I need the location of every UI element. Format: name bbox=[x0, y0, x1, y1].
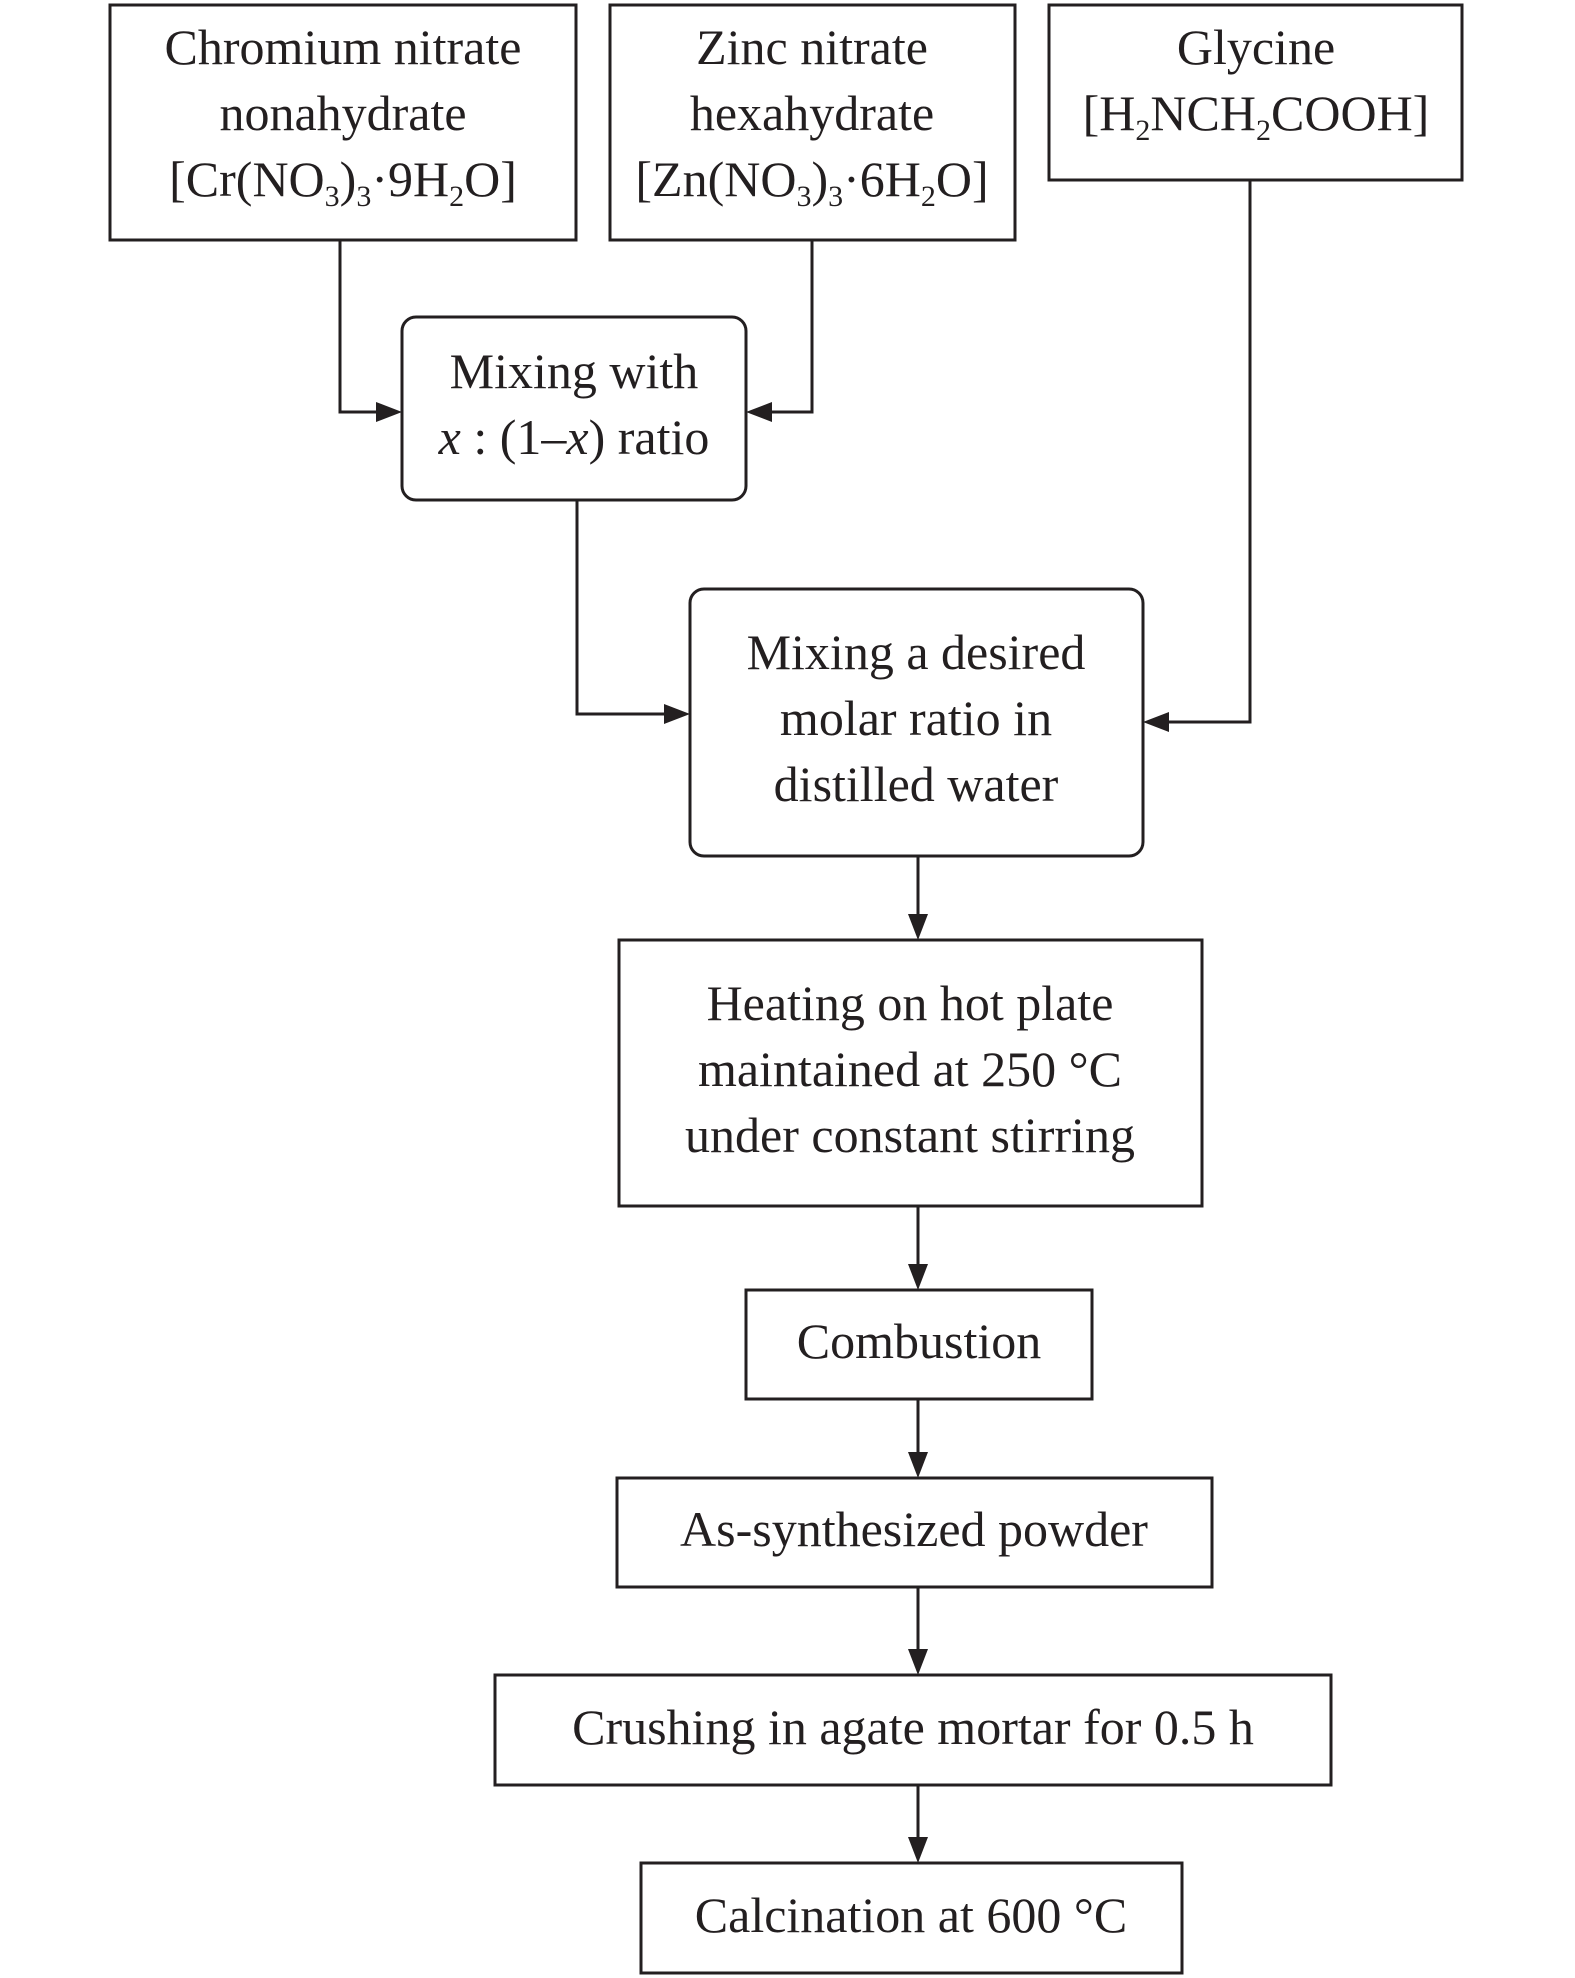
mixing-ratio-line1: Mixing with bbox=[450, 343, 699, 399]
powder-label: As-synthesized powder bbox=[680, 1501, 1148, 1557]
powder-box bbox=[615, 1476, 1214, 1589]
heating-line3: under constant stirring bbox=[685, 1107, 1135, 1163]
combustion-box bbox=[744, 1288, 1094, 1401]
calcination-label: Calcination at 600 °C bbox=[695, 1887, 1127, 1943]
zinc-label-line2: hexahydrate bbox=[690, 85, 934, 141]
connector-combustion-to-powder bbox=[908, 1399, 928, 1478]
arrowhead bbox=[746, 402, 772, 422]
connector-chromium-to-mixing bbox=[338, 240, 402, 422]
glycine-formula: [H2NCH2COOH] bbox=[1083, 85, 1430, 147]
zinc-label-line1: Zinc nitrate bbox=[696, 19, 928, 75]
connector-mixing-ratio-to-water bbox=[575, 500, 690, 724]
zinc-nitrate-box bbox=[608, 3, 1017, 242]
crushing-box bbox=[493, 1673, 1333, 1787]
connector-water-to-heating bbox=[908, 856, 928, 940]
heating-line2: maintained at 250 °C bbox=[698, 1041, 1122, 1097]
arrowhead bbox=[908, 1649, 928, 1675]
calcination-box bbox=[639, 1861, 1184, 1975]
arrowhead bbox=[1143, 712, 1169, 732]
mixing-water-line2: molar ratio in bbox=[780, 690, 1052, 746]
connector-zinc-to-mixing bbox=[746, 240, 814, 422]
connector-glycine-to-water bbox=[1143, 180, 1252, 732]
zinc-formula: [Zn(NO3)3·6H2O] bbox=[635, 151, 988, 213]
arrowhead bbox=[908, 1264, 928, 1290]
combustion-label: Combustion bbox=[797, 1313, 1041, 1369]
mixing-water-line1: Mixing a desired bbox=[747, 624, 1086, 680]
arrowhead bbox=[908, 914, 928, 940]
arrowhead bbox=[376, 402, 402, 422]
arrowhead bbox=[908, 1837, 928, 1863]
heating-line1: Heating on hot plate bbox=[707, 975, 1114, 1031]
arrowhead bbox=[908, 1452, 928, 1478]
mixing-water-line3: distilled water bbox=[774, 756, 1059, 812]
heating-box bbox=[617, 938, 1204, 1208]
chromium-label-line1: Chromium nitrate bbox=[165, 19, 522, 75]
connector-heating-to-combustion bbox=[908, 1206, 928, 1290]
glycine-box bbox=[1047, 3, 1464, 182]
connector-powder-to-crushing bbox=[908, 1587, 928, 1675]
chromium-formula: [Cr(NO3)3·9H2O] bbox=[169, 151, 517, 213]
glycine-label: Glycine bbox=[1177, 19, 1335, 75]
mixing-ratio-line2: x : (1–x) ratio bbox=[438, 409, 710, 465]
mixing-ratio-box bbox=[400, 315, 748, 502]
chromium-nitrate-box bbox=[108, 3, 578, 242]
connector-crushing-to-calcination bbox=[908, 1785, 928, 1863]
chromium-label-line2: nonahydrate bbox=[219, 85, 466, 141]
arrowhead bbox=[664, 704, 690, 724]
crushing-label: Crushing in agate mortar for 0.5 h bbox=[572, 1699, 1254, 1755]
